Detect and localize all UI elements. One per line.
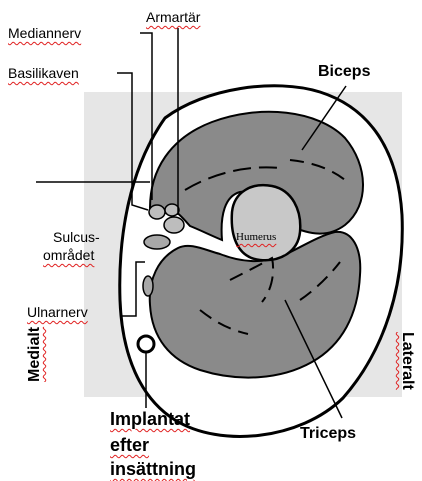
label-ulnarnerv: Ulnarnerv xyxy=(27,305,88,320)
basilic-vein xyxy=(149,205,165,219)
label-medialt: Medialt xyxy=(26,327,44,382)
label-triceps: Triceps xyxy=(300,426,356,443)
humerus-bone xyxy=(232,185,301,260)
label-armartar: Armartär xyxy=(146,10,200,25)
brachial-artery xyxy=(164,217,184,233)
label-humerus: Humerus xyxy=(236,232,276,244)
label-sulcus-line1: Sulcus- xyxy=(53,230,100,245)
median-nerve xyxy=(165,204,179,216)
implant-marker xyxy=(138,336,154,352)
label-implantat-line1: Implantat xyxy=(110,410,190,429)
sulcus-structure xyxy=(144,235,170,249)
label-implantat-line2: efter xyxy=(110,436,149,455)
label-implantat-line3: insättning xyxy=(110,460,196,479)
label-lateralt: Lateralt xyxy=(398,332,416,390)
label-mediannerv: Mediannerv xyxy=(8,26,81,41)
label-basilikaven: Basilikaven xyxy=(8,66,79,81)
ulnar-nerve xyxy=(143,276,153,296)
label-sulcus-line2: området xyxy=(43,248,94,263)
label-biceps: Biceps xyxy=(318,64,370,81)
